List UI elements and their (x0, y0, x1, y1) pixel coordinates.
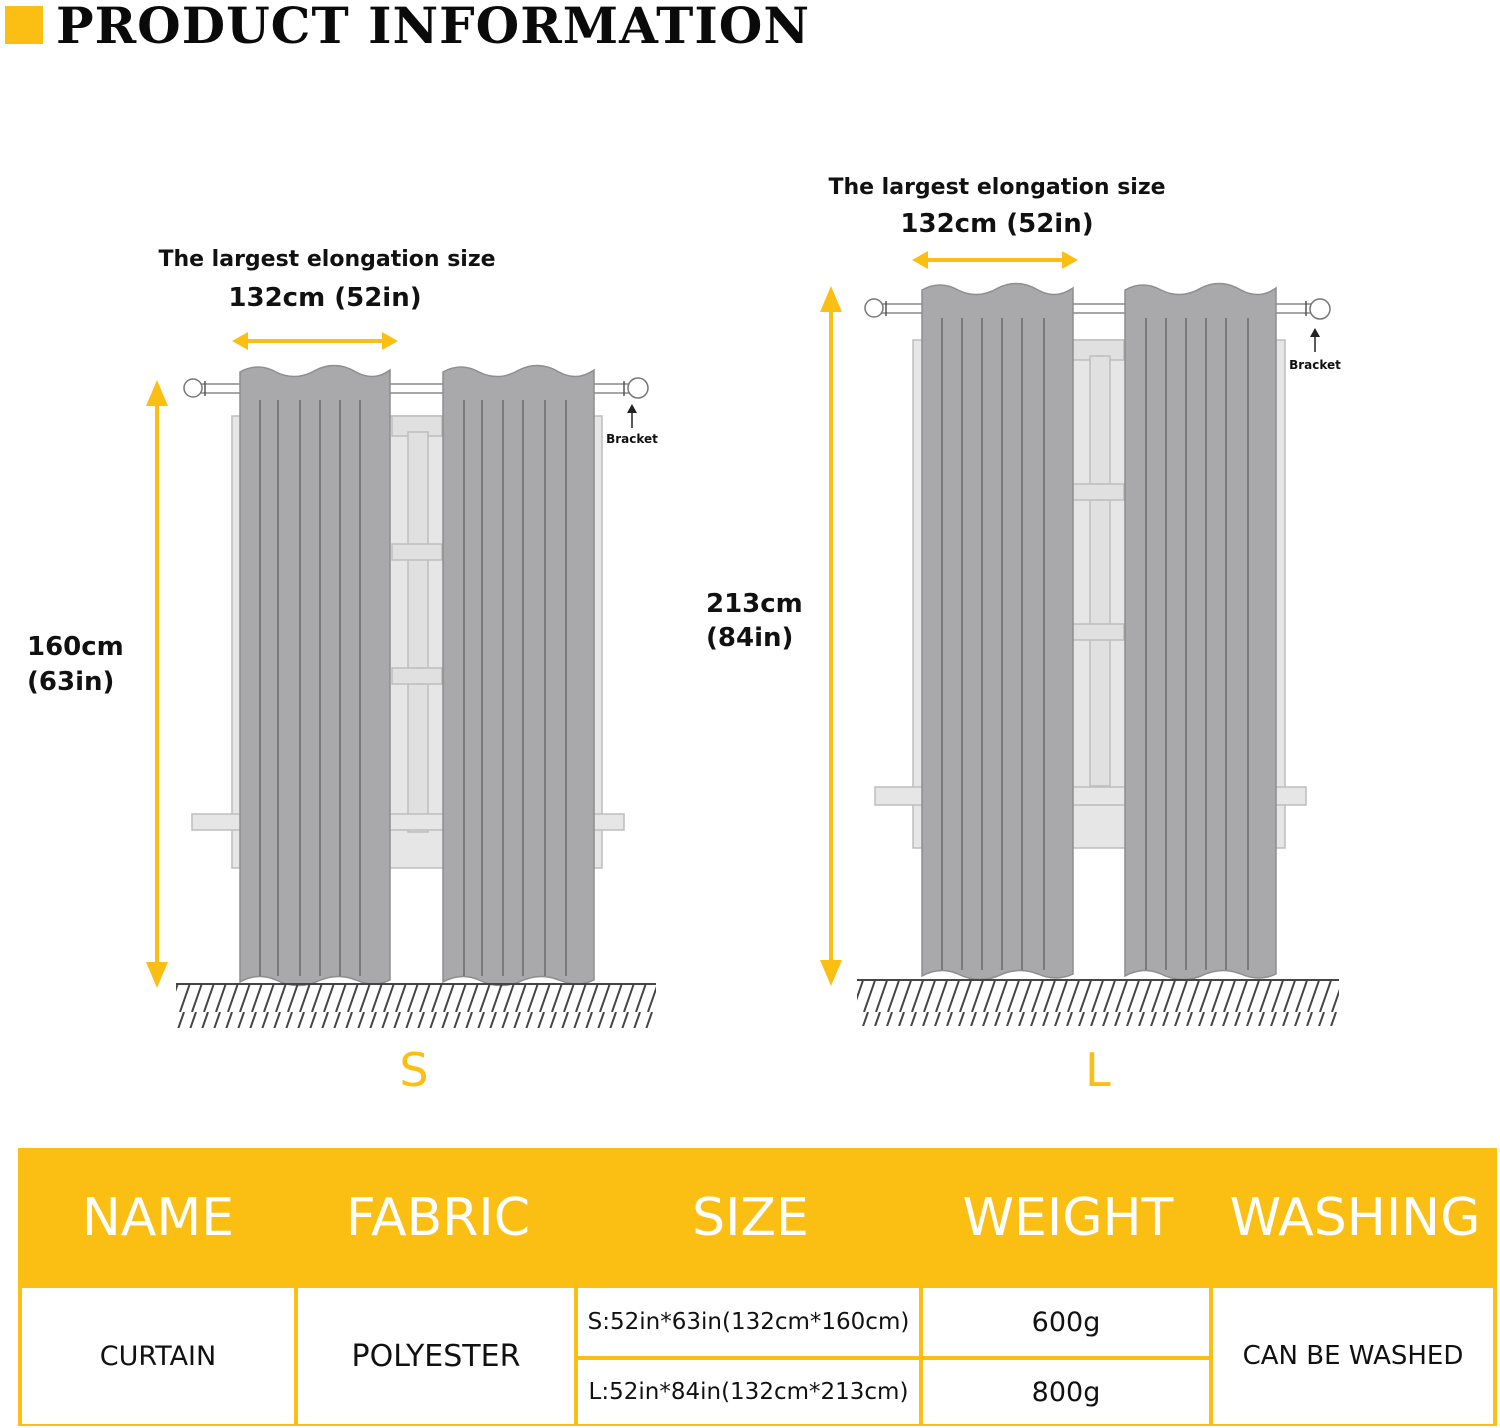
size-letter-large: L (1085, 1043, 1111, 1097)
header-accent-square (5, 6, 43, 44)
floor-small (176, 984, 656, 1028)
spec-table-header: NAME FABRIC SIZE WEIGHT WASHING (18, 1148, 1497, 1286)
cell-weight-s: 600g (1031, 1306, 1101, 1338)
height-value-large-line2: (84in) (706, 623, 793, 653)
width-arrow-large (912, 251, 1078, 269)
curtain-panel-small-right (442, 364, 595, 987)
cell-bg-weight-l (923, 1360, 1209, 1424)
floor-large (857, 980, 1339, 1026)
bracket-arrow-large (1310, 328, 1320, 352)
cell-bg-size-l (578, 1360, 919, 1424)
curtain-size-diagram: The largest elongation size 132cm (52in)… (27, 175, 1341, 1097)
curtain-panel-small-left (239, 364, 391, 987)
spec-table: NAME FABRIC SIZE WEIGHT WASHING CURTAIN … (18, 1148, 1497, 1426)
height-arrow-small (146, 380, 168, 988)
header-washing: WASHING (1229, 1188, 1481, 1248)
cell-bg-washing (1213, 1288, 1493, 1424)
curtain-rod-large (864, 298, 1331, 320)
height-value-small-line2: (63in) (27, 667, 114, 697)
width-value-large: 132cm (52in) (900, 209, 1093, 239)
width-title-small: The largest elongation size (158, 247, 495, 272)
curtain-panel-large-right (1124, 282, 1277, 981)
bracket-label-small: Bracket (606, 432, 658, 446)
cell-weight-l: 800g (1031, 1376, 1101, 1408)
bracket-label-large: Bracket (1289, 358, 1341, 372)
width-value-small: 132cm (52in) (228, 283, 421, 313)
header-weight: WEIGHT (962, 1188, 1174, 1248)
curtain-rod-small (183, 377, 649, 399)
bracket-arrow-small (627, 404, 637, 428)
width-arrow-small (232, 332, 398, 350)
height-value-small-line1: 160cm (27, 632, 124, 662)
cell-bg-size-s (578, 1288, 919, 1356)
spec-table-body: CURTAIN POLYESTER S:52in*63in(132cm*160c… (18, 1286, 1497, 1426)
curtain-panel-large-left (921, 282, 1074, 981)
page-title: PRODUCT INFORMATION (56, 0, 811, 55)
header-size: SIZE (692, 1188, 809, 1248)
height-arrow-large (820, 286, 842, 986)
height-value-large-line1: 213cm (706, 589, 803, 619)
cell-bg-fabric (298, 1288, 574, 1424)
cell-fabric: POLYESTER (351, 1338, 521, 1374)
cell-size-l: L:52in*84in(132cm*213cm) (588, 1379, 909, 1405)
header-name: NAME (81, 1188, 235, 1248)
diagram-large: The largest elongation size 132cm (52in)… (706, 175, 1341, 1097)
cell-washing: CAN BE WASHED (1242, 1341, 1464, 1371)
page-header: PRODUCT INFORMATION (0, 0, 1000, 56)
cell-bg-name (22, 1288, 294, 1424)
header-fabric: FABRIC (345, 1188, 531, 1248)
diagram-small: The largest elongation size 132cm (52in)… (27, 247, 658, 1097)
width-title-large: The largest elongation size (828, 175, 1165, 200)
cell-bg-weight-s (923, 1288, 1209, 1356)
cell-size-s: S:52in*63in(132cm*160cm) (587, 1309, 910, 1335)
cell-name: CURTAIN (99, 1340, 217, 1372)
size-letter-small: S (399, 1043, 428, 1097)
